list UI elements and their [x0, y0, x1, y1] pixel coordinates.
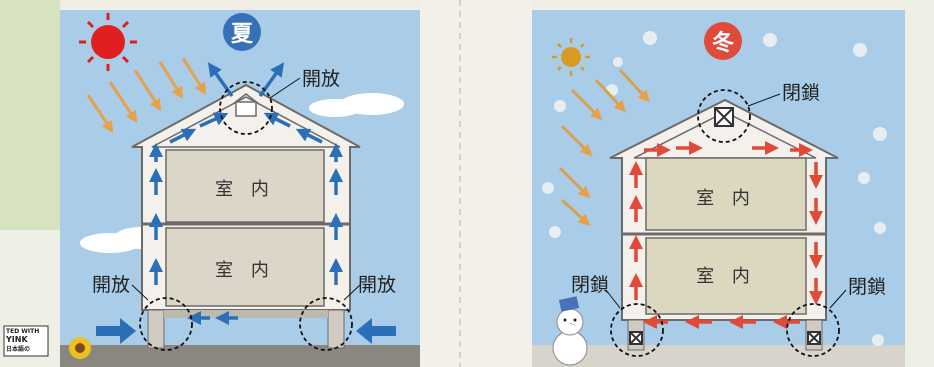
sunray-arrows [86, 57, 207, 133]
summer-ground [60, 345, 420, 367]
winter-top-vent-label: 閉鎖 [782, 82, 821, 104]
summer-room-lower-label: 室 内 [215, 260, 275, 281]
vent-icon [629, 331, 821, 345]
winter-right-vent-label: 閉鎖 [848, 276, 887, 298]
winter-airflow-arrows [629, 141, 823, 329]
winter-room-lower-label: 室 内 [696, 266, 756, 287]
foliage [0, 0, 60, 230]
summer-top-vent-label: 開放 [302, 68, 341, 90]
winter-house [609, 98, 839, 351]
logo-box [3, 325, 49, 357]
winter-room-upper-label: 室 内 [696, 188, 756, 209]
snowman-icon [552, 296, 588, 366]
center-divider-area [420, 0, 532, 367]
sunray-arrows [558, 68, 651, 227]
sun-icon [79, 13, 137, 71]
summer-season-badge: 夏 [223, 13, 261, 51]
logo-line-1: TED WITH [6, 328, 40, 335]
vent-icon [232, 93, 260, 117]
summer-room-upper-label: 室 内 [215, 179, 275, 200]
winter-room-lower [645, 237, 807, 315]
summer-room-lower [165, 227, 325, 307]
winter-season-badge: 冬 [704, 22, 742, 60]
logo-line-3: 日本語の [6, 346, 31, 353]
summer-callouts [139, 81, 353, 351]
summer-left-vent-label: 開放 [92, 274, 131, 296]
winter-callouts [610, 89, 840, 357]
winter-room-upper [645, 157, 807, 231]
winter-panel [532, 10, 905, 367]
summer-right-vent-label: 開放 [358, 274, 397, 296]
summer-inlet-arrows [96, 318, 396, 344]
vent-icon [714, 107, 734, 127]
summer-room-upper [165, 149, 325, 223]
right-margin [905, 0, 934, 367]
sunflower-icon [69, 337, 91, 359]
winter-left-vent-label: 閉鎖 [571, 274, 610, 296]
summer-panel [60, 10, 420, 367]
summer-airflow-arrows [149, 62, 343, 325]
logo-line-2: YINK [6, 335, 28, 344]
winter-ground [532, 345, 905, 367]
sun-icon [552, 38, 590, 76]
